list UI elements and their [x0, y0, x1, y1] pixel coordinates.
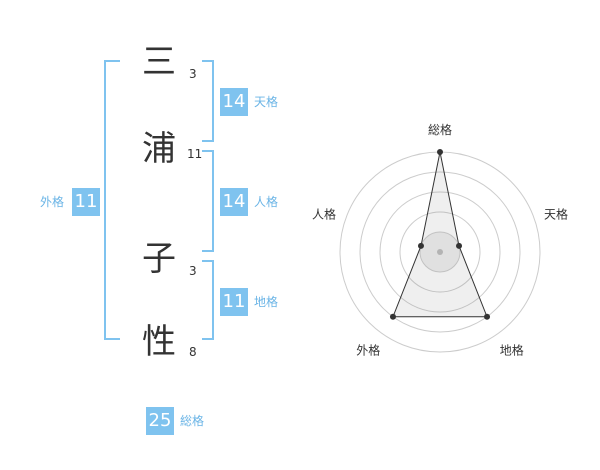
radar-axis-label-2: 地格: [500, 343, 524, 358]
radar-ring-2: [399, 211, 481, 293]
radar-center: [437, 249, 443, 255]
tenkaku-value: 14: [220, 88, 248, 116]
chikaku-label: 地格: [254, 295, 279, 309]
chikaku-bracket: [202, 260, 214, 340]
radar-point-4: [417, 242, 424, 249]
radar-point-3: [389, 313, 396, 320]
radar-data-area: [392, 151, 488, 318]
soukaku-value: 25: [146, 407, 174, 435]
stroke-count-1: 3: [189, 67, 197, 81]
jinkaku-bracket: [202, 150, 214, 252]
name-char-4: 性: [142, 322, 176, 362]
radar-point-1: [456, 242, 463, 249]
radar-axis-label-0: 総格: [428, 122, 452, 137]
radar-point-2: [484, 313, 491, 320]
name-char-3: 子: [142, 239, 176, 279]
jinkaku-label: 人格: [254, 195, 279, 209]
radar-ring-3: [379, 191, 501, 313]
gaikaku-bracket: [104, 60, 120, 340]
name-char-2: 浦: [142, 129, 176, 169]
gaikaku-label: 外格: [40, 195, 65, 209]
radar-point-0: [437, 149, 443, 155]
tenkaku-label: 天格: [254, 95, 279, 109]
radar-axis-label-3: 外格: [356, 343, 380, 358]
radar-axis-label-4: 人格: [312, 206, 336, 221]
gaikaku-value: 11: [72, 188, 100, 216]
soukaku-label: 総格: [180, 414, 205, 428]
stroke-count-2: 11: [187, 147, 203, 161]
radar-axis-label-1: 天格: [544, 206, 568, 221]
name-char-1: 三: [142, 42, 176, 82]
jinkaku-value: 14: [220, 188, 248, 216]
radar-ring-4: [359, 171, 521, 333]
chikaku-value: 11: [220, 288, 248, 316]
stroke-count-3: 3: [189, 264, 197, 278]
stroke-count-4: 8: [189, 345, 197, 359]
tenkaku-bracket: [202, 60, 214, 142]
